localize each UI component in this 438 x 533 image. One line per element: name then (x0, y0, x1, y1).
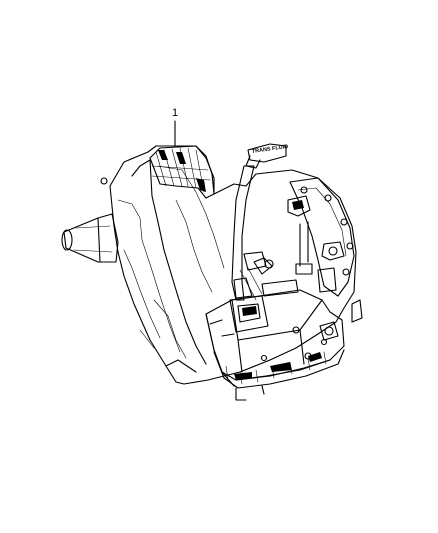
dipstick: TRANS FLUID (231, 143, 289, 301)
transmission-assembly: TRANS FLUID (61, 143, 363, 401)
oil-pan (213, 349, 345, 401)
valve-body (205, 289, 345, 381)
callout-number-1: 1 (172, 107, 178, 119)
right-case (287, 177, 355, 297)
connectors (233, 251, 363, 341)
dipstick-cap-label: TRANS FLUID (251, 144, 288, 155)
output-flange (61, 177, 119, 263)
top-ribbed-housing (149, 145, 215, 199)
